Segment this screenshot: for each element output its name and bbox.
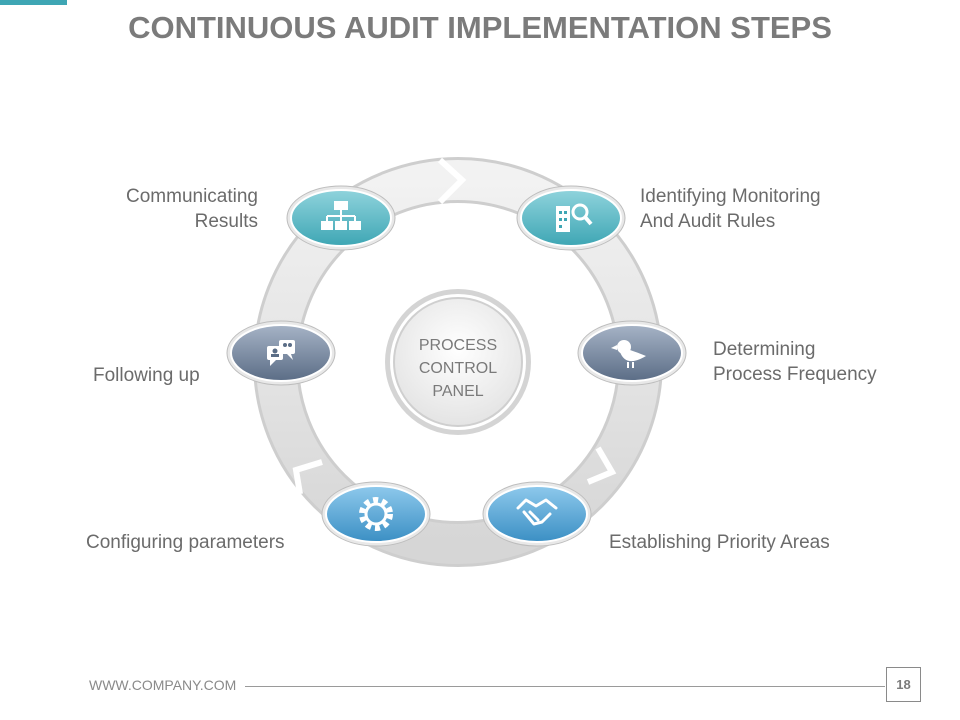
step-node-following	[226, 320, 336, 386]
arrow-notch-left	[292, 459, 323, 495]
step-node-configuring	[321, 481, 431, 547]
step-node-identifying	[516, 185, 626, 251]
center-panel-label: PROCESS CONTROL PANEL	[396, 334, 520, 403]
step-label-determining: Determining Process Frequency	[713, 337, 877, 387]
step-node-communicating	[286, 185, 396, 251]
center-line-1: PROCESS	[418, 337, 498, 354]
step-label-line: Identifying Monitoring	[640, 186, 821, 207]
step-label-line: Configuring parameters	[86, 532, 285, 553]
footer-url: WWW.COMPANY.COM	[89, 677, 237, 693]
step-label-line: Process Frequency	[713, 364, 877, 385]
building-search-icon	[556, 203, 593, 232]
top-accent-bar	[0, 0, 67, 5]
arrow-notch-top	[437, 157, 467, 205]
center-line-3: PANEL	[432, 383, 484, 400]
step-node-establishing	[482, 481, 592, 547]
arrow-notch-right	[586, 446, 617, 485]
org-chart-icon	[321, 201, 361, 230]
footer-divider	[245, 686, 885, 687]
step-label-identifying: Identifying Monitoring And Audit Rules	[640, 184, 821, 234]
chat-people-icon	[267, 340, 295, 366]
step-label-configuring: Configuring parameters	[86, 530, 285, 555]
step-label-line: Communicating	[126, 186, 258, 207]
step-node-determining	[577, 320, 687, 386]
bird-icon	[611, 340, 646, 368]
step-label-line: And Audit Rules	[640, 211, 776, 232]
step-label-establishing: Establishing Priority Areas	[609, 530, 830, 555]
step-label-line: Results	[194, 211, 258, 232]
step-label-line: Establishing Priority Areas	[609, 532, 830, 553]
step-label-communicating: Communicating Results	[88, 184, 258, 234]
gear-icon	[359, 497, 393, 531]
center-panel	[385, 289, 531, 435]
handshake-icon	[516, 498, 558, 526]
center-line-2: CONTROL	[418, 360, 498, 377]
page-title: CONTINUOUS AUDIT IMPLEMENTATION STEPS	[128, 10, 832, 45]
step-label-following: Following up	[93, 363, 200, 388]
page-number: 18	[886, 667, 921, 702]
step-label-line: Following up	[93, 365, 200, 386]
step-label-line: Determining	[713, 339, 816, 360]
